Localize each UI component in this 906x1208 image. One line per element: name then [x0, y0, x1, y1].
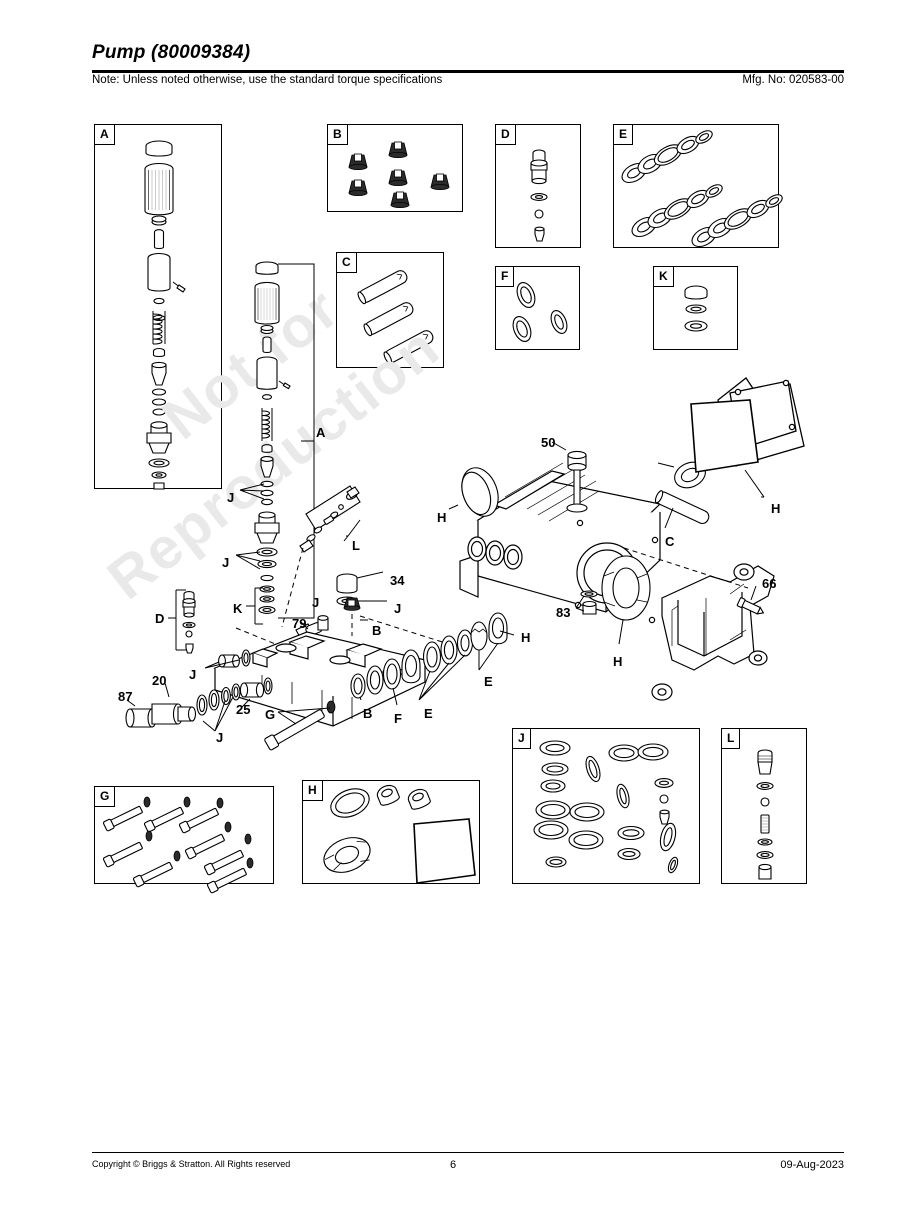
inset-box-g-tag: G	[94, 786, 116, 807]
inset-box-h-art	[323, 784, 476, 884]
inset-box-l: L	[721, 728, 807, 884]
inset-box-d: D	[495, 124, 581, 248]
callout-j-4: J	[394, 601, 402, 616]
inset-box-c-tag: C	[336, 252, 357, 273]
inset-box-j-art	[533, 740, 679, 874]
inset-box-j: J	[512, 728, 700, 884]
page-title: Pump (80009384)	[92, 42, 251, 63]
callout-e-2: E	[484, 674, 493, 689]
callout-20: 20	[152, 673, 167, 688]
inset-box-l-tag: L	[721, 728, 741, 749]
callout-f: F	[394, 711, 402, 726]
inset-box-l-art	[756, 749, 774, 880]
inset-box-k-art	[684, 285, 708, 332]
callout-83: 83	[556, 605, 571, 620]
mfg-number: Mfg. No: 020583-00	[742, 74, 844, 86]
document-date: 09-Aug-2023	[780, 1159, 844, 1171]
inset-box-e-art	[621, 130, 783, 248]
header-rule	[92, 70, 844, 73]
callout-c: C	[665, 534, 675, 549]
callout-d: D	[155, 611, 165, 626]
callout-b-2: B	[363, 706, 373, 721]
copyright-text: Copyright © Briggs & Stratton. All Right…	[92, 1159, 291, 1169]
inset-box-d-art	[530, 149, 548, 242]
inset-box-c: C	[336, 252, 444, 368]
inset-box-k-tag: K	[653, 266, 674, 287]
inset-box-h: H	[302, 780, 480, 884]
callout-j-2: J	[222, 555, 230, 570]
page-number: 6	[449, 1159, 457, 1171]
callout-k: K	[233, 601, 243, 616]
callout-e-1: E	[424, 706, 433, 721]
callout-h-4: H	[613, 654, 623, 669]
inset-box-a-art	[144, 140, 186, 490]
inset-box-b: B	[327, 124, 463, 212]
inset-box-f-art	[512, 282, 568, 342]
torque-note: Note: Unless noted otherwise, use the st…	[92, 74, 443, 86]
callout-l: L	[352, 538, 360, 553]
callout-a: A	[316, 425, 326, 440]
callout-h-1: H	[521, 630, 531, 645]
callout-66: 66	[762, 576, 777, 591]
inset-box-f: F	[495, 266, 580, 350]
inset-box-k: K	[653, 266, 738, 350]
callout-h-3: H	[771, 501, 781, 516]
callout-50: 50	[541, 435, 556, 450]
callout-g: G	[265, 707, 276, 722]
inset-box-a-tag: A	[94, 124, 115, 145]
callout-34: 34	[390, 573, 405, 588]
footer-rule	[92, 1152, 844, 1153]
callout-79: 79	[292, 616, 307, 631]
inset-box-j-tag: J	[512, 728, 531, 749]
inset-box-g-art	[102, 796, 254, 894]
inset-box-e: E	[613, 124, 783, 248]
callout-87: 87	[118, 689, 133, 704]
inset-box-b-art	[348, 141, 450, 208]
callout-25: 25	[236, 702, 251, 717]
callout-j-3: J	[312, 595, 320, 610]
inset-box-a: A	[94, 124, 222, 490]
callout-j-1: J	[227, 490, 235, 505]
inset-box-b-tag: B	[327, 124, 348, 145]
inset-box-h-tag: H	[302, 780, 323, 801]
inset-box-g: G	[94, 786, 274, 894]
inset-box-f-tag: F	[495, 266, 515, 287]
inset-box-e-tag: E	[613, 124, 634, 145]
inset-box-c-art	[357, 270, 434, 365]
callout-j-6: J	[216, 730, 224, 745]
callout-h-2: H	[437, 510, 447, 525]
callout-j-5: J	[189, 667, 197, 682]
inset-box-d-tag: D	[495, 124, 516, 145]
callout-b-1: B	[372, 623, 382, 638]
